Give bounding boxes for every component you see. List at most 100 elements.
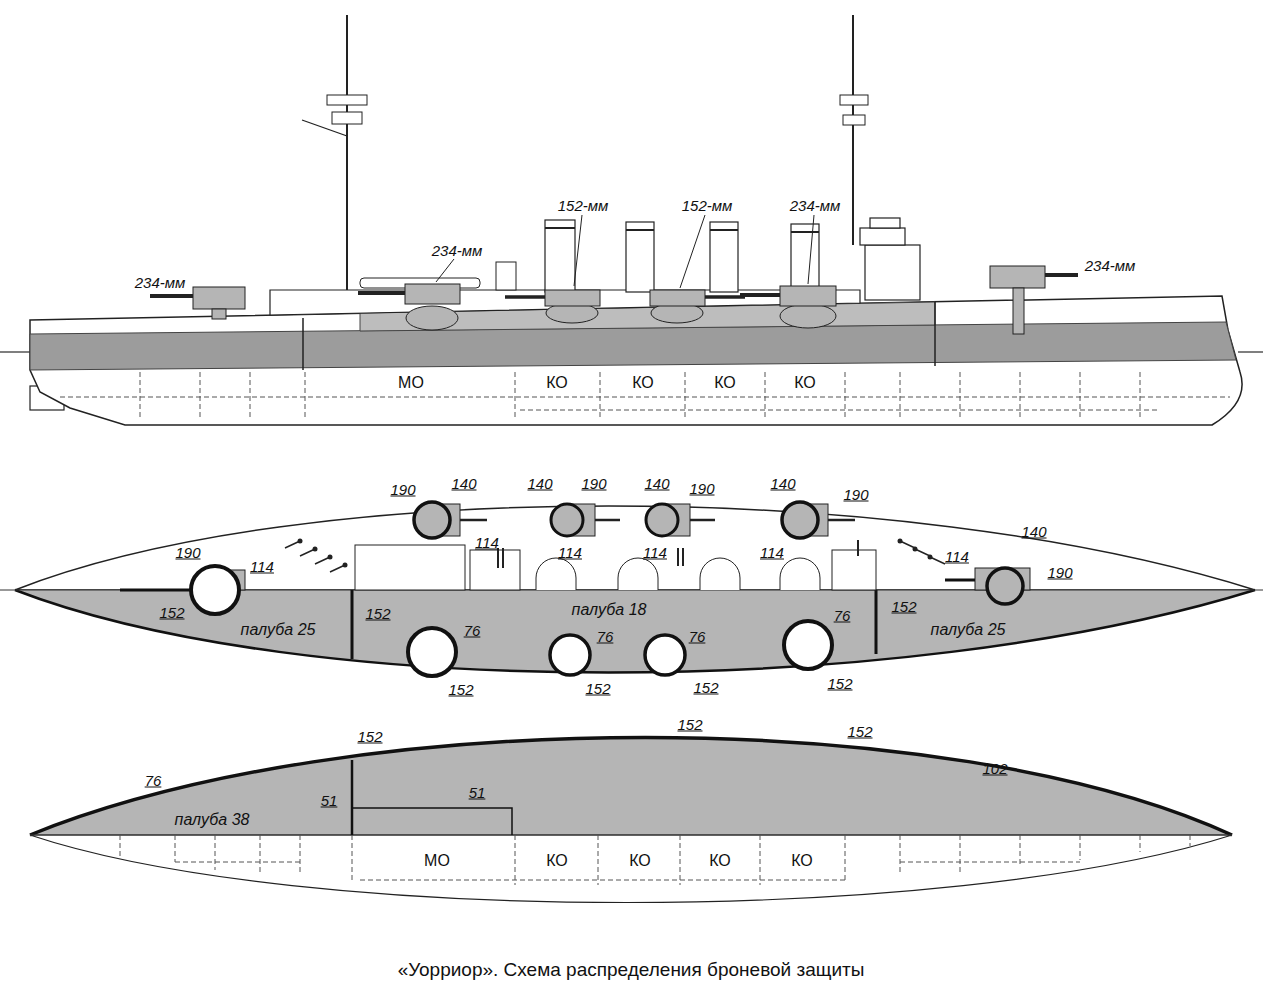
gun-barrel	[690, 519, 715, 522]
turret	[405, 284, 460, 304]
main-belt	[30, 322, 1236, 370]
barbette-ring	[645, 635, 685, 675]
gun-mount	[913, 547, 918, 552]
armour-thickness: 76	[597, 629, 614, 644]
funnel	[710, 222, 738, 292]
deckhouse	[832, 550, 876, 590]
gun-barrel	[120, 589, 191, 592]
armour-thickness: 152	[585, 681, 610, 696]
armour-thickness: 190	[843, 487, 868, 502]
turret	[780, 286, 836, 306]
bridge	[870, 218, 900, 228]
armour-thickness: 114	[945, 549, 969, 564]
deck-armour-label: палуба 25	[241, 622, 316, 638]
funnel	[791, 224, 819, 292]
armour-thickness: 114	[760, 545, 784, 560]
centreline	[30, 835, 1232, 836]
machinery-screen	[352, 808, 512, 835]
gun-barrel	[358, 291, 405, 295]
turret	[990, 266, 1045, 288]
gun-barrel	[1045, 273, 1078, 277]
deckhouse	[470, 550, 520, 590]
armour-thickness: 152	[677, 717, 702, 732]
gun-calibre: 152-мм	[558, 198, 609, 213]
turret	[650, 290, 705, 306]
armour-thickness: 140	[527, 476, 552, 491]
turret-ring	[414, 502, 450, 538]
hull-profile	[30, 296, 1242, 425]
gun-mount	[328, 555, 333, 560]
mast-top	[840, 95, 868, 105]
funnel-cap	[545, 228, 819, 232]
compartment-label: КО	[546, 853, 568, 869]
armour-thickness: 76	[689, 629, 706, 644]
crane	[496, 262, 516, 290]
armour-thickness: 114	[475, 535, 499, 550]
armour-thickness: 152	[891, 599, 916, 614]
armour-thickness: 140	[770, 476, 795, 491]
compartment-label: МО	[424, 853, 450, 869]
gun-barrel	[505, 295, 545, 299]
armour-thickness: 140	[451, 476, 476, 491]
bridge	[860, 228, 905, 245]
compartment-lines	[60, 372, 1230, 420]
turret-ring	[987, 568, 1023, 604]
mast-top	[327, 95, 367, 105]
barbette-ring	[784, 621, 832, 669]
armour-thickness: 114	[558, 545, 582, 560]
armour-thickness: 152	[693, 680, 718, 695]
gun-calibre: 234-мм	[432, 243, 483, 258]
armour-thickness: 152	[357, 729, 382, 744]
gun-barrel	[705, 295, 745, 299]
armour-thickness: 152	[847, 724, 872, 739]
gun-calibre: 152-мм	[682, 198, 733, 213]
deck-armour-label: палуба 25	[931, 622, 1006, 638]
gun-barrel	[740, 293, 780, 297]
armour-thickness: 152	[448, 682, 473, 697]
gun-calibre: 234-мм	[790, 198, 841, 213]
armour-thickness: 76	[145, 773, 162, 788]
compartment-label: КО	[629, 853, 651, 869]
barbette	[1013, 288, 1024, 334]
barbette	[212, 309, 226, 319]
gun-barrel	[595, 519, 620, 522]
leader-line	[436, 215, 814, 288]
gun-barrel	[150, 294, 193, 298]
turret	[545, 290, 600, 306]
light-gun-mounts	[298, 539, 933, 568]
bulkhead-line	[351, 760, 354, 835]
yard	[302, 120, 347, 136]
funnel	[626, 222, 654, 292]
gun-calibre: 234-мм	[135, 275, 186, 290]
armour-thickness: 76	[464, 623, 481, 638]
gun-mount	[928, 555, 933, 560]
armour-thickness: 51	[321, 793, 338, 808]
armour-thickness: 152	[159, 605, 184, 620]
armour-thickness: 51	[469, 785, 486, 800]
compartment-label: КО	[791, 853, 813, 869]
armour-thickness: 152	[365, 606, 390, 621]
gun-barrel	[460, 519, 487, 522]
gun-mount	[898, 539, 903, 544]
armour-thickness: 140	[1021, 524, 1046, 539]
compartment-label: КО	[709, 853, 731, 869]
armour-thickness: 114	[250, 559, 274, 574]
gun-mount	[343, 563, 348, 568]
armour-thickness: 102	[982, 761, 1007, 776]
turret	[193, 287, 245, 309]
turret-ring	[646, 504, 678, 536]
deck-armour-label: палуба 38	[175, 812, 250, 828]
mast-top	[843, 115, 865, 125]
armour-thickness: 114	[643, 545, 667, 560]
armour-thickness: 190	[1047, 565, 1072, 580]
mast-top	[332, 112, 362, 124]
funnel	[545, 220, 575, 292]
armour-thickness: 190	[689, 481, 714, 496]
ventilator	[498, 540, 858, 568]
compartment-label: КО	[546, 375, 568, 391]
gun-mount	[313, 547, 318, 552]
barbette	[406, 306, 458, 330]
light-gun	[285, 541, 945, 572]
compartment-label: КО	[632, 375, 654, 391]
